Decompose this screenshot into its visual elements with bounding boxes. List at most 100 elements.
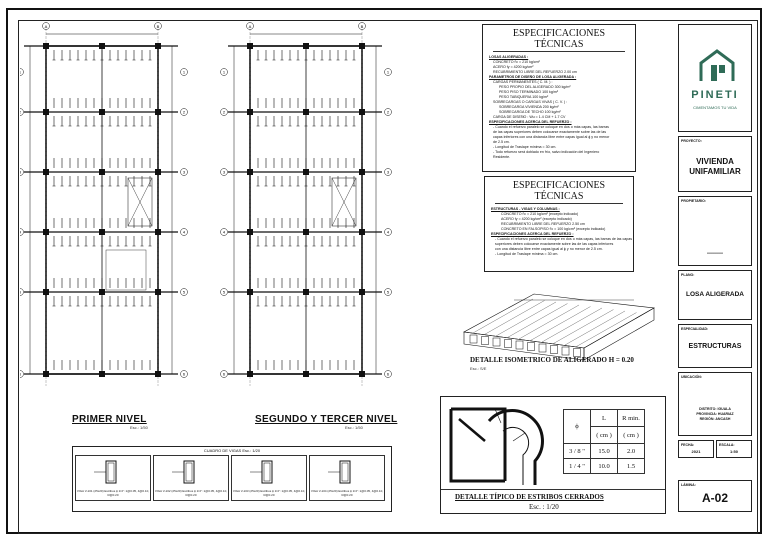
hollow-brick	[515, 340, 524, 350]
column	[359, 109, 365, 115]
spec-line: RECUBRIMIENTO LIBRE DEL REFUERZO 2.50 cm	[501, 222, 585, 226]
title-block-specialty: ESPECIALIDAD: ESTRUCTURAS	[678, 324, 752, 368]
axis-bubble	[20, 370, 24, 378]
cell-diameter: 3 / 8 "	[563, 443, 591, 459]
axis-label: 1	[223, 70, 226, 75]
column	[155, 109, 161, 115]
axis-label: 4	[387, 230, 390, 235]
column	[359, 289, 365, 295]
scale-value: 1:50	[729, 449, 738, 454]
joist-line	[495, 301, 557, 337]
axis-label: 5	[387, 290, 390, 295]
stirrup-table: ϕ L R min. ( cm ) ( cm ) 3 / 8 " 15.0 2.…	[563, 409, 645, 474]
spec-line: LOSAS ALIGERADAS :	[489, 55, 529, 59]
axis-label: 4	[20, 230, 22, 235]
beam-section-4-drawing	[328, 460, 351, 484]
cell-diameter: 1 / 4 "	[563, 458, 591, 474]
specialty-value: ESTRUCTURAS	[688, 343, 742, 350]
axis-label: A	[249, 24, 252, 29]
axis-bubble	[180, 228, 188, 236]
joist-line	[507, 303, 568, 338]
beam-sections-caption: CUADRO DE VIGAS Esc.: 1/20	[203, 448, 261, 453]
floor-plans-drawing: AB112233445566AB112233445566	[20, 22, 392, 386]
stirrup-detail-panel: ϕ L R min. ( cm ) ( cm ) 3 / 8 " 15.0 2.…	[440, 396, 666, 514]
column	[155, 289, 161, 295]
spec-line: de 2.5 cm.	[493, 140, 510, 144]
spec-line: ACERO fy = 4200 kg/cm²	[493, 65, 534, 69]
title-block-owner: PROPIETARIO: --------	[678, 196, 752, 266]
hollow-brick	[550, 345, 558, 354]
column	[155, 371, 161, 377]
location-line-3: REGIÓN: ANCASH	[699, 417, 731, 421]
column	[43, 169, 49, 175]
title-block-scale: ESCALA: 1:50	[716, 440, 752, 458]
column	[43, 43, 49, 49]
axis-bubble	[20, 288, 24, 296]
axis-label: 4	[183, 230, 186, 235]
axis-bubble	[180, 168, 188, 176]
joist-line	[530, 306, 591, 341]
spec-line: Residente.	[493, 155, 511, 159]
cell-length: 10.0	[590, 458, 618, 474]
pineti-logo-icon	[699, 49, 735, 81]
beam-sections-panel: CUADRO DE VIGAS Esc.: 1/20 VIGA V-101 (2…	[72, 446, 392, 512]
hollow-brick	[561, 346, 570, 356]
axis-bubble	[384, 370, 392, 378]
spec-line: ESPECIFICACIONES ACERCA DEL REFUERZO :	[489, 120, 572, 124]
table-row: 1 / 4 " 10.0 1.5	[563, 458, 645, 474]
axis-label: 6	[387, 372, 390, 377]
beam-section-4: VIGA V-104 (25x20) Estribos ϕ 1/4": 1@0.…	[309, 455, 385, 501]
axis-bubble	[220, 288, 228, 296]
cell-length: 15.0	[590, 443, 618, 459]
spec-line: - Cuando el refuerzo paralelo se coloque…	[493, 125, 609, 129]
slab-opening	[127, 177, 153, 227]
column	[43, 289, 49, 295]
column	[247, 169, 253, 175]
specialty-label: ESPECIALIDAD:	[681, 327, 709, 331]
specs-structure-lines: ESTRUCTURAS - VIGAS Y COLUMNAS :CONCRETO…	[485, 207, 633, 257]
column	[359, 371, 365, 377]
column	[155, 229, 161, 235]
spec-line: PESO PISO TERMINADO 100 kg/m²	[499, 90, 559, 94]
slab-opening	[127, 177, 153, 227]
axis-bubble	[384, 288, 392, 296]
axis-bubble	[220, 370, 228, 378]
stirrup-title-bar	[441, 489, 665, 490]
title-block-sheet: LÁMINA: A-02	[678, 480, 752, 512]
axis-bubble	[384, 108, 392, 116]
plan-value: LOSA ALIGERADA	[685, 291, 745, 298]
axis-bubble	[180, 68, 188, 76]
axis-label: 1	[387, 70, 390, 75]
cell-radius: 1.5	[617, 458, 645, 474]
title-block-project: PROYECTO: VIVIENDA UNIFAMILIAR	[678, 136, 752, 192]
second-floor-scale: Esc.: 1/50	[345, 425, 363, 430]
column	[247, 371, 253, 377]
specs-losa-lines: LOSAS ALIGERADAS :CONCRETO f'c = 210 kg/…	[483, 55, 635, 160]
spec-line: ESTRUCTURAS - VIGAS Y COLUMNAS :	[491, 207, 560, 211]
drawing-sheet	[6, 8, 762, 534]
axis-label: 6	[20, 372, 22, 377]
stirrup-scale: Esc. : 1/20	[529, 503, 559, 511]
axis-label: 3	[387, 170, 390, 175]
spec-line: SOBRECARGA DE TECHO 100 kg/m²	[499, 110, 561, 114]
slab-side	[583, 307, 655, 361]
beam-section-1-caption: VIGA V-101 (25x20) Estribos ϕ 1/4": 1@0.…	[76, 489, 150, 497]
title-block-date: FECHA: 2021	[678, 440, 714, 458]
joist-line	[564, 310, 626, 346]
axis-label: 6	[183, 372, 186, 377]
hollow-brick	[481, 336, 489, 345]
axis-label: 3	[20, 170, 22, 175]
slab-opening	[105, 249, 147, 291]
axis-label: 1	[20, 70, 22, 75]
column	[359, 169, 365, 175]
column	[247, 43, 253, 49]
joist-line	[472, 298, 534, 334]
axis-label: 6	[223, 372, 226, 377]
logo-text: PINETI	[691, 89, 739, 101]
beam-section-1-drawing	[94, 460, 117, 484]
logo-tagline: CIMENTAMOS TU VIDA	[693, 105, 737, 110]
axis-label: 1	[183, 70, 186, 75]
axis-label: 5	[223, 290, 226, 295]
spec-line: con una distancia libre entre capas igua…	[495, 247, 603, 251]
